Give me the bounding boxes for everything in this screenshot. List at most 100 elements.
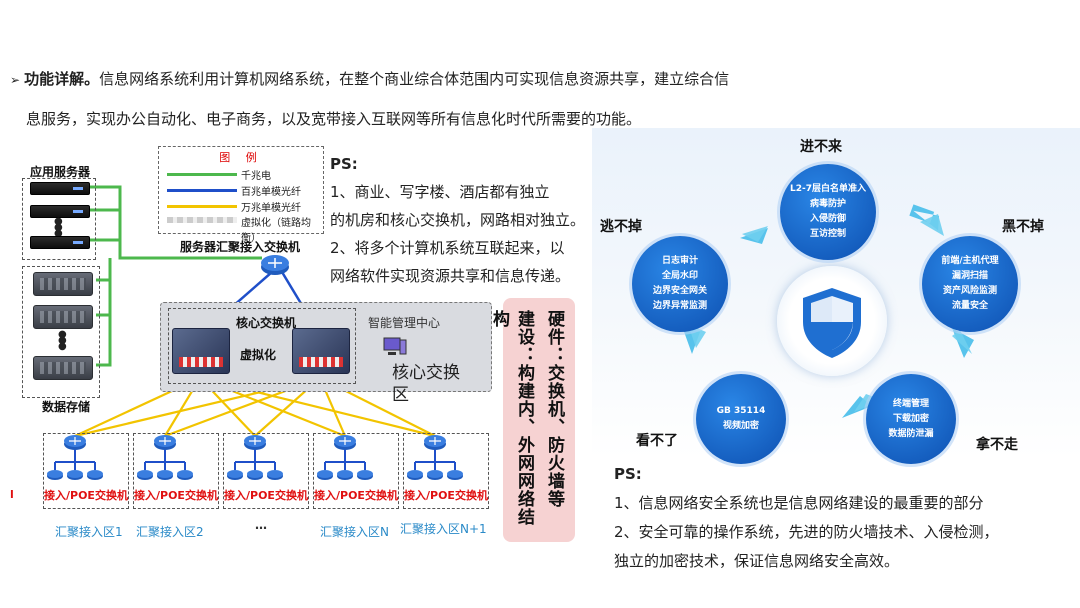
legend-item-fiber10g: 万兆单模光纤 <box>241 203 301 214</box>
core-inner-box <box>168 308 356 384</box>
top-item-4: 互访控制 <box>809 229 846 239</box>
legend-fiber100-swatch <box>167 189 237 192</box>
server-switch-label: 服务器汇聚接入交换机 <box>180 240 301 254</box>
access-group-5 <box>403 433 489 509</box>
access-group-2 <box>133 433 219 509</box>
more-dots: ●●● <box>54 216 63 239</box>
monitor-icon <box>383 337 407 355</box>
bottom-right-item-3: 数据防泄漏 <box>888 428 934 439</box>
center-shield-hub <box>777 266 887 376</box>
ps2-title: PS: <box>614 465 642 483</box>
legend-fiber10g-swatch <box>167 205 237 208</box>
ps1-title: PS: <box>330 155 358 173</box>
bullet-arrow-icon: ➢ <box>10 73 21 87</box>
access-group-1 <box>43 433 129 509</box>
ps-notes-network: PS: 1、商业、写字楼、酒店都有独立 的机房和核心交换机，网路相对独立。 2、… <box>330 150 600 290</box>
circle-bottom-left: GB 35114 视频加密 <box>696 374 786 464</box>
ps-notes-security: PS: 1、信息网络安全系统也是信息网络建设的最重要的部分 2、安全可靠的操作系… <box>614 460 1074 576</box>
left-item-1: 日志审计 <box>661 256 698 266</box>
virtualization-label: 虚拟化 <box>240 348 277 362</box>
legend: 图 例 千兆电 百兆单模光纤 万兆单模光纤 虚拟化（链路均衡） <box>158 146 324 244</box>
legend-virtual-swatch <box>167 217 237 223</box>
access-group-4 <box>313 433 399 509</box>
security-diagram: L2-7层白名单准入 病毒防护 入侵防御 互访控制 日志审计 全局水印 边界安全… <box>592 128 1080 464</box>
data-storage-label: 数据存储 <box>42 400 91 414</box>
shield-icon <box>803 288 861 358</box>
access-label-2: 接入/POE交换机 <box>134 489 218 502</box>
access-label-1: 接入/POE交换机 <box>44 489 128 502</box>
app-server-2 <box>30 205 90 218</box>
circle-right: 前端/主机代理 漏洞扫描 资产风险监测 流量安全 <box>922 236 1018 332</box>
access-label-3: 接入/POE交换机 <box>224 489 308 502</box>
label-left: 逃不掉 <box>600 219 642 235</box>
zone-ellipsis: … <box>255 518 267 532</box>
construction-text: 建设：构建内、外网网络结构 <box>489 310 534 526</box>
bottom-left-item-2: 视频加密 <box>722 421 759 431</box>
access-group-3 <box>223 433 309 509</box>
ps1-line4: 网络软件实现资源共享和信息传递。 <box>330 267 571 285</box>
left-marker: l <box>10 488 14 501</box>
app-servers-label: 应用服务器 <box>30 165 91 179</box>
zone-label-n1: 汇聚接入区N+1 <box>400 522 487 536</box>
label-right: 黑不掉 <box>1002 219 1044 235</box>
legend-item-virtual: 虚拟化（链路均衡） <box>241 218 311 244</box>
circle-top: L2-7层白名单准入 病毒防护 入侵防御 互访控制 <box>780 164 876 260</box>
circle-bottom-right: 终端管理 下载加密 数据防泄漏 <box>866 374 956 464</box>
mgmt-center-label: 智能管理中心 <box>368 316 441 330</box>
top-item-2: 病毒防护 <box>809 199 846 209</box>
legend-title: 图 例 <box>219 151 263 164</box>
core-switch-1 <box>172 328 230 374</box>
ps1-line1: 1、商业、写字楼、酒店都有独立 <box>330 183 550 201</box>
storage-unit-1 <box>33 272 93 296</box>
ps1-line2: 的机房和核心交换机，网路相对独立。 <box>330 211 586 229</box>
access-label-5: 接入/POE交换机 <box>404 489 488 502</box>
top-item-1: L2-7层白名单准入 <box>790 184 866 194</box>
bottom-left-item-1: GB 35114 <box>716 406 766 416</box>
right-item-2: 漏洞扫描 <box>951 271 988 281</box>
zone-label-2: 汇聚接入区2 <box>136 525 204 539</box>
ps2-line1: 1、信息网络安全系统也是信息网络建设的最重要的部分 <box>614 494 984 512</box>
core-switch-2 <box>292 328 350 374</box>
ps1-line3: 2、将多个计算机系统互联起来，以 <box>330 239 565 257</box>
gigabit-links <box>88 185 262 367</box>
hardware-construction-box: 硬件：交换机、防火墙等 建设：构建内、外网网络结构 <box>489 298 575 542</box>
zone-label-1: 汇聚接入区1 <box>55 525 123 539</box>
ps2-line3: 独立的加密技术，保证信息网络安全高效。 <box>614 552 900 570</box>
storage-unit-3 <box>33 356 93 380</box>
left-item-4: 边界异常监测 <box>652 301 707 311</box>
ps2-line2: 2、安全可靠的操作系统，先进的防火墙技术、入侵检测， <box>614 523 999 541</box>
legend-item-gigabit: 千兆电 <box>241 171 271 182</box>
right-item-3: 资产风险监测 <box>942 286 997 296</box>
left-item-2: 全局水印 <box>661 271 698 281</box>
core-zone-label-line2: 区 <box>392 385 409 405</box>
bottom-right-item-2: 下载加密 <box>892 413 929 424</box>
core-zone-label: 核心交换 区 <box>392 362 460 406</box>
bottom-right-item-1: 终端管理 <box>892 398 929 409</box>
more-dots: ●●● <box>58 329 67 352</box>
server-switch-icon <box>261 255 289 275</box>
circle-left: 日志审计 全局水印 边界安全网关 边界异常监测 <box>632 236 728 332</box>
storage-group <box>22 266 100 398</box>
right-item-1: 前端/主机代理 <box>941 256 999 266</box>
label-bottom-left: 看不了 <box>636 433 678 449</box>
intro-text-1: 信息网络系统利用计算机网络系统，在整个商业综合体范围内可实现信息资源共享，建立综… <box>99 70 730 88</box>
access-label-4: 接入/POE交换机 <box>314 489 398 502</box>
left-item-3: 边界安全网关 <box>652 286 707 296</box>
intro-paragraph: ➢功能详解。信息网络系统利用计算机网络系统，在整个商业综合体范围内可实现信息资源… <box>10 60 1010 139</box>
core-zone-label-line1: 核心交换 <box>392 363 460 383</box>
label-bottom-right: 拿不走 <box>976 437 1018 453</box>
network-diagram: 应用服务器 ●●● ●●● 数据存储 图 例 千兆电 百兆单模光纤 万兆单模光纤… <box>0 140 600 560</box>
core-switch-label: 核心交换机 <box>236 316 297 330</box>
legend-item-fiber100: 百兆单模光纤 <box>241 187 301 198</box>
storage-unit-2 <box>33 305 93 329</box>
right-item-4: 流量安全 <box>951 301 988 311</box>
access-tree-links <box>54 446 456 470</box>
intro-text-2: 息服务，实现办公自动化、电子商务，以及宽带接入互联网等所有信息化时代所需要的功能… <box>26 110 642 128</box>
hardware-text: 硬件：交换机、防火墙等 <box>544 310 564 508</box>
top-item-3: 入侵防御 <box>809 214 846 224</box>
intro-lead: 功能详解。 <box>24 70 100 88</box>
app-server-1 <box>30 182 90 195</box>
legend-gigabit-swatch <box>167 173 237 176</box>
app-server-3 <box>30 236 90 249</box>
label-top: 进不来 <box>800 139 842 155</box>
